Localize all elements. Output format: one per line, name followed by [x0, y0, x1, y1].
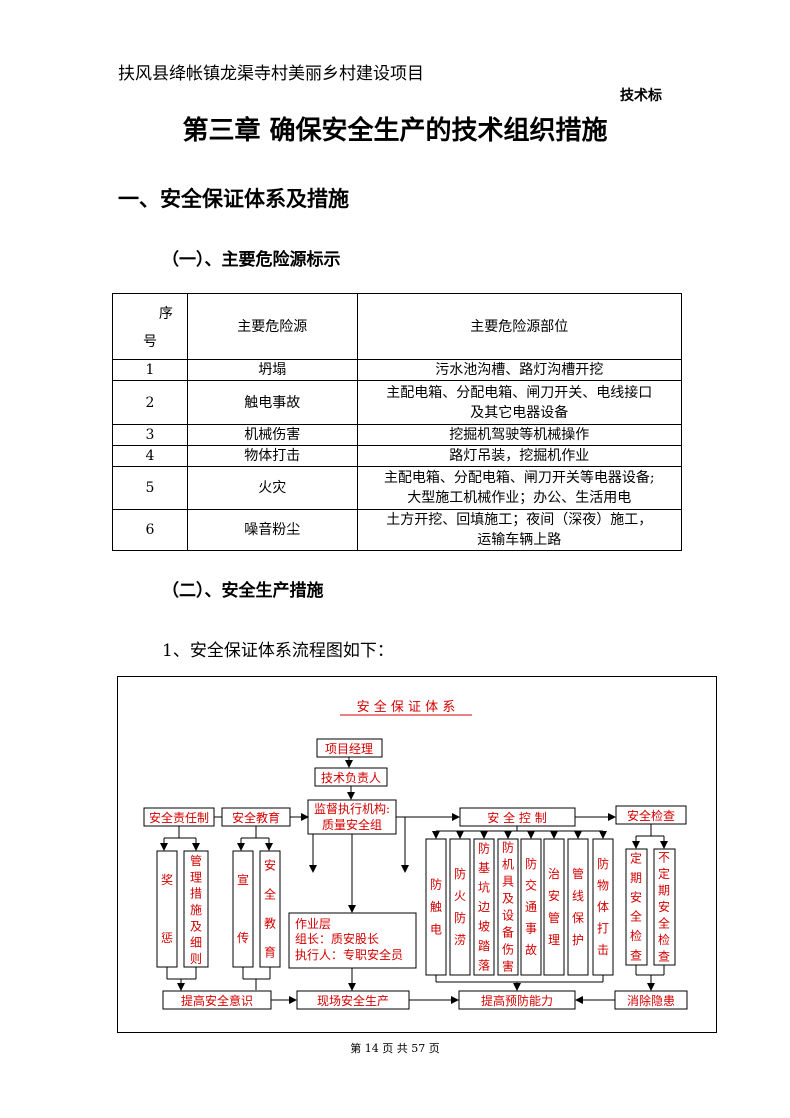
mgmt-rules-label: 管理措施及细则 — [190, 853, 202, 966]
control-item-label: 管线保护 — [572, 866, 584, 947]
mgmt-rules-box — [183, 850, 209, 968]
project-manager-label: 项目经理 — [325, 742, 373, 756]
control-item-label: 治安管理 — [548, 867, 560, 947]
page-footer: 第 14 页 共 57 页 — [350, 1042, 440, 1055]
control-item-label: 防交通事故 — [525, 856, 537, 957]
supervision-label-2: 质量安全组 — [322, 817, 382, 832]
row-location: 挖掘机驾驶等机械操作 — [356, 424, 683, 446]
row-source: 触电事故 — [186, 380, 358, 425]
education-label: 安全教育 — [232, 810, 280, 825]
hazard-table: 序 号 主要危险源 主要危险源部位 1 坍塌 污水池沟槽、路灯沟槽开挖 2 触电… — [112, 293, 683, 551]
table-row: 2 触电事故 主配电箱、分配电箱、闸刀开关、电线接口及其它电器设备 — [112, 380, 683, 425]
control-item-label: 防基坑边坡踏落 — [478, 841, 490, 973]
inspection-label: 安全检查 — [627, 808, 675, 823]
control-item-box — [543, 838, 565, 976]
flowchart-title: 安 全 保 证 体 系 — [357, 699, 456, 715]
row-no: 5 — [112, 466, 188, 510]
row-source: 噪音粉尘 — [186, 509, 358, 551]
row-source: 机械伤害 — [186, 424, 358, 446]
header-source: 主要危险源 — [186, 293, 358, 360]
flowchart-frame — [117, 676, 717, 1033]
control-item-box — [473, 838, 495, 976]
control-item-box — [567, 838, 589, 976]
row-location: 土方开挖、回填施工；夜间（深夜）施工，运输车辆上路 — [356, 509, 683, 551]
irregular-check-label: 不定期安全检查 — [658, 850, 670, 963]
control-item-box — [497, 838, 519, 976]
table-row: 5 火灾 主配电箱、分配电箱、闸刀开关等电器设备;大型施工机械作业；办公、生活用… — [112, 466, 683, 510]
work-layer-box — [288, 912, 417, 969]
control-label: 安 全 控 制 — [487, 810, 546, 825]
tech-lead-label: 技术负责人 — [321, 771, 381, 785]
row-no: 2 — [112, 380, 188, 425]
control-item-label: 防触电 — [430, 876, 442, 936]
subsection-heading-hazards: （一）、主要危险源标示 — [162, 250, 341, 270]
site-safety-label: 现场安全生产 — [317, 993, 389, 1008]
reward-label: 奖惩 — [161, 873, 173, 945]
regular-check-label: 定期安全检查 — [630, 851, 642, 963]
table-row: 1 坍塌 污水池沟槽、路灯沟槽开挖 — [112, 359, 683, 381]
hazard-removal-label: 消除隐患 — [627, 993, 675, 1008]
control-item-label: 防火防涝 — [454, 866, 466, 947]
supervision-label-1: 监督执行机构: — [314, 801, 390, 816]
table-header-row: 序 号 主要危险源 主要危险源部位 — [112, 293, 683, 360]
row-source: 物体打击 — [186, 445, 358, 467]
subsection-heading-measures: （二）、安全生产措施 — [162, 581, 324, 601]
header-no: 序 号 — [112, 293, 188, 360]
vertical-labels: 奖惩 管理措施及细则 宣传 安全教育 防触电防火防涝防基坑边坡踏落防机具及设备伤害防交通… — [161, 840, 670, 974]
work-layer-label-3: 执行人：专职安全员 — [295, 947, 403, 962]
table-row: 3 机械伤害 挖掘机驾驶等机械操作 — [112, 424, 683, 446]
row-no: 6 — [112, 509, 188, 551]
awareness-label: 提高安全意识 — [181, 993, 253, 1008]
row-source: 火灾 — [186, 466, 358, 510]
work-layer-label-2: 组长：质安股长 — [295, 931, 379, 946]
prevention-label: 提高预防能力 — [481, 993, 553, 1008]
row-location: 主配电箱、分配电箱、闸刀开关等电器设备;大型施工机械作业；办公、生活用电 — [356, 466, 683, 510]
control-item-box — [449, 838, 471, 976]
section-heading: 一、安全保证体系及措施 — [118, 187, 349, 211]
row-location: 主配电箱、分配电箱、闸刀开关、电线接口及其它电器设备 — [356, 380, 683, 425]
chapter-title: 第三章 确保安全生产的技术组织措施 — [182, 116, 608, 146]
table-row: 6 噪音粉尘 土方开挖、回填施工；夜间（深夜）施工，运输车辆上路 — [112, 509, 683, 551]
header-location: 主要危险源部位 — [356, 293, 683, 360]
flowchart-intro: 1、安全保证体系流程图如下： — [162, 641, 394, 661]
control-connectors — [432, 831, 607, 839]
control-item-box — [520, 838, 542, 976]
control-item-label: 防机具及设备伤害 — [502, 840, 514, 974]
publicity-box — [232, 850, 254, 968]
publicity-label: 宣传 — [237, 872, 249, 945]
safety-edu-label: 安全教育 — [264, 858, 276, 960]
work-layer-label-1: 作业层 — [295, 917, 331, 931]
project-name: 扶风县绛帐镇龙渠寺村美丽乡村建设项目 — [118, 64, 424, 84]
responsibility-label: 安全责任制 — [149, 810, 209, 825]
control-item-label: 防物体打击 — [597, 856, 609, 957]
document-tag: 技术标 — [620, 88, 662, 104]
reward-box — [156, 850, 178, 968]
